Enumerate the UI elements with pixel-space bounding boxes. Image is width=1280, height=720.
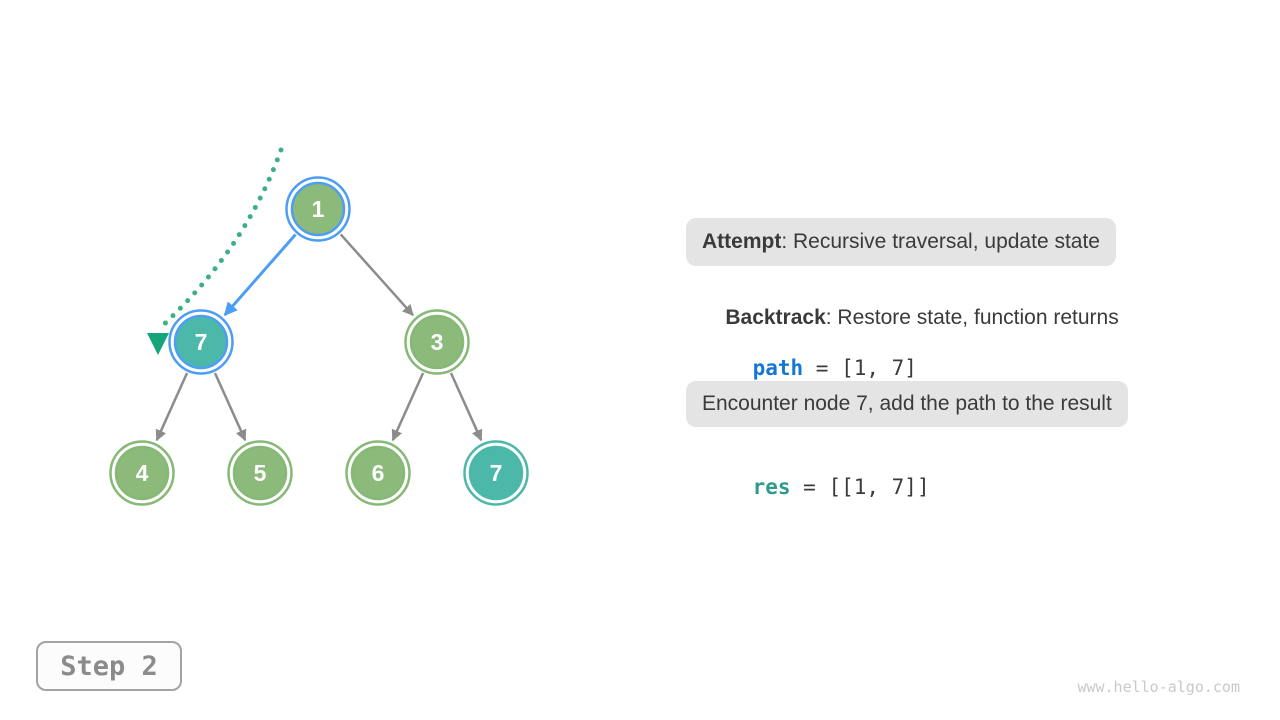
backtrack-label: Backtrack [725,306,826,329]
res-value: = [[1, 7]] [790,475,930,499]
step-badge: Step 2 [36,641,182,691]
node-value: 7 [195,329,208,355]
node-outer-ring [345,440,411,506]
node-outer-ring [285,176,351,242]
encounter-callout: Encounter node 7, add the path to the re… [686,381,1128,427]
res-variable: res [752,475,791,499]
node-value: 7 [490,460,503,486]
tree-node-4: 4 [109,440,175,506]
tree-edge-n3-n7r [449,372,483,442]
tree-node-7: 7 [168,309,234,375]
tree-edge-n3-n6 [391,372,425,442]
path-value: = [1, 7] [803,356,917,380]
backtrack-arrowhead-icon [147,333,169,355]
attempt-label: Attempt [702,230,782,253]
node-value: 4 [136,460,149,486]
node-circle [173,314,229,370]
tree-node-3: 3 [404,309,470,375]
tree-node-6: 6 [345,440,411,506]
node-circle [468,445,524,501]
tree-edge-n7l-n5 [213,372,247,442]
node-circle [350,445,406,501]
path-variable: path [752,356,804,380]
encounter-text: Encounter node 7, add the path to the re… [702,392,1112,415]
path-code-line: path = [1, 7] [702,332,917,404]
tree-edge-n1-n7l [223,233,297,316]
node-circle [232,445,288,501]
tree-edge-n7l-n4 [155,372,189,442]
tree-node-1: 1 [285,176,351,242]
node-outer-ring [168,309,234,375]
node-outer-ring [227,440,293,506]
backtrack-text: : Restore state, function returns [825,306,1119,329]
node-outer-ring [463,440,529,506]
backtrack-dotted-arrow [157,147,284,331]
tree-node-7: 7 [463,440,529,506]
node-value: 1 [312,196,325,222]
node-circle [114,445,170,501]
node-circle [290,181,346,237]
node-outer-ring [404,309,470,375]
node-outer-ring [109,440,175,506]
tree-edge-n1-n3 [339,233,414,317]
backtrack-line: Backtrack: Restore state, function retur… [702,282,1119,354]
node-value: 3 [431,329,444,355]
watermark: www.hello-algo.com [1077,678,1240,696]
attempt-callout: Attempt: Recursive traversal, update sta… [686,218,1116,266]
tree-node-5: 5 [227,440,293,506]
binary-tree-diagram: 1 7 3 4 5 6 7 [109,147,529,506]
attempt-text: : Recursive traversal, update state [781,230,1100,253]
node-value: 6 [372,460,385,486]
node-circle [409,314,465,370]
res-code-line: res = [[1, 7]] [702,451,930,523]
node-value: 5 [254,460,267,486]
